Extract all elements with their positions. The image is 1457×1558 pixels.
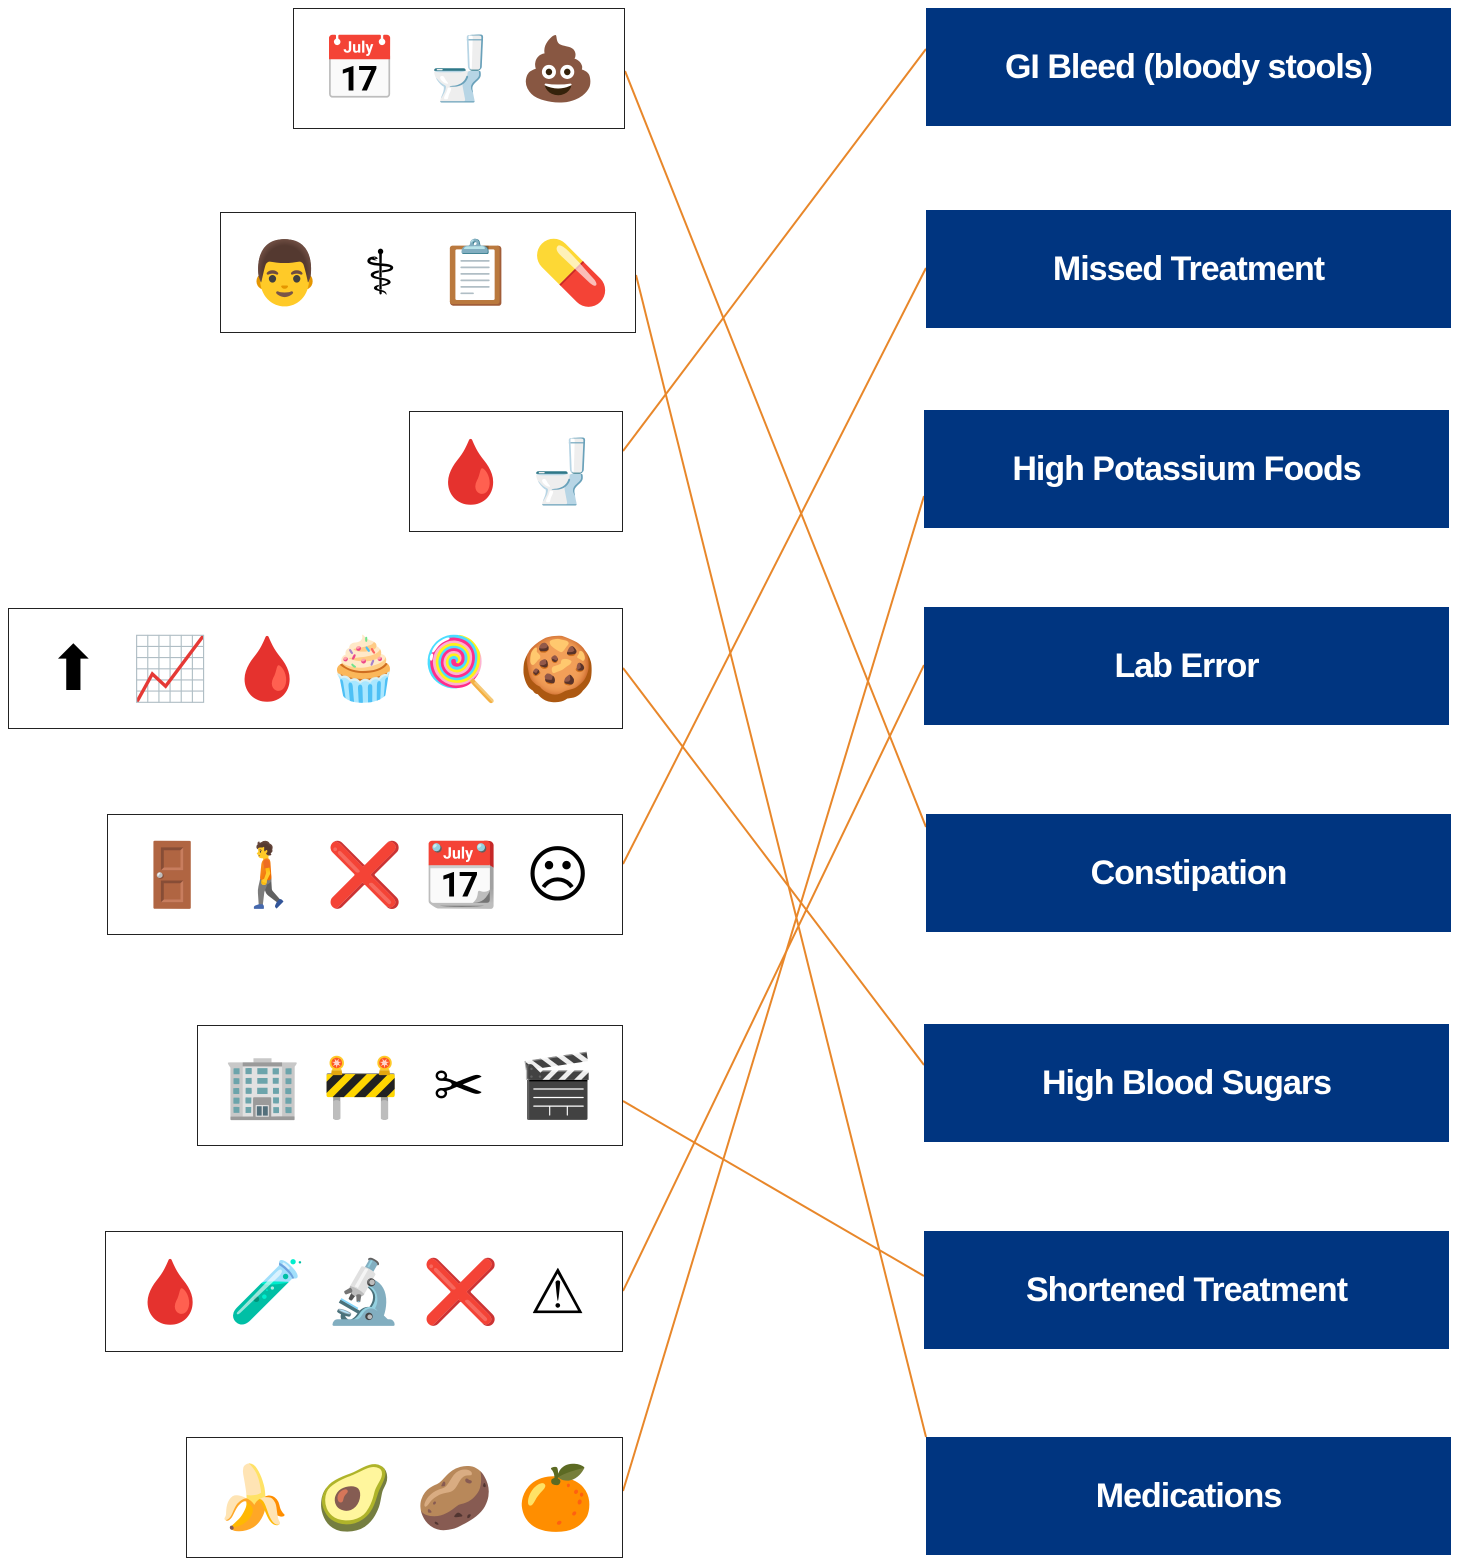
label-high-potassium-foods[interactable]: High Potassium Foods: [924, 410, 1449, 528]
emoji-group-6[interactable]: 🩸 🧪 🔬 ❌ ⚠: [105, 1231, 623, 1352]
orange-icon: 🍊: [517, 1460, 595, 1534]
man-face-icon: 👨: [246, 235, 324, 309]
cupcake-icon: 🧁: [325, 631, 403, 705]
microscope-icon: 🔬: [325, 1254, 403, 1328]
connector-line-2: [622, 48, 927, 452]
emoji-group-4[interactable]: 🚪 🚶 ❌ 📆 ☹: [107, 814, 623, 935]
medical-clipboard-icon: 📋: [437, 235, 515, 309]
connector-line-5: [622, 1100, 925, 1277]
toilet-icon: 🚽: [420, 31, 498, 105]
pill-icon: 💊: [532, 235, 610, 309]
scissors-icon: ✂: [433, 1048, 485, 1122]
connector-line-1: [635, 274, 927, 1438]
caduceus-icon: ⚕: [363, 235, 398, 309]
cross-mark-icon: ❌: [422, 1254, 500, 1328]
warning-icon: ⚠: [529, 1254, 586, 1328]
label-lab-error[interactable]: Lab Error: [924, 607, 1449, 725]
poop-icon: 💩: [519, 31, 597, 105]
label-medications[interactable]: Medications: [926, 1437, 1451, 1555]
calendar-icon: 📅: [321, 31, 399, 105]
door-icon: 🚪: [133, 837, 211, 911]
construction-barrier-icon: 🚧: [322, 1048, 400, 1122]
connector-line-6: [622, 664, 925, 1292]
blood-drop-icon: 🩸: [228, 631, 306, 705]
calendar-cancel-icon: 📆: [422, 837, 500, 911]
label-constipation[interactable]: Constipation: [926, 814, 1451, 932]
building-icon: 🏢: [224, 1048, 302, 1122]
label-missed-treatment[interactable]: Missed Treatment: [926, 210, 1451, 328]
emoji-group-7[interactable]: 🍌 🥑 🥔 🍊: [186, 1437, 623, 1558]
connector-line-3: [622, 667, 925, 1066]
label-shortened-treatment[interactable]: Shortened Treatment: [924, 1231, 1449, 1349]
banana-icon: 🍌: [214, 1460, 292, 1534]
connector-line-7: [622, 495, 925, 1492]
blood-drop-icon: 🩸: [432, 434, 510, 508]
up-arrow-icon: ⬆: [47, 631, 100, 705]
increasing-chart-icon: 📈: [131, 631, 209, 705]
connector-line-0: [624, 70, 927, 828]
toilet-icon: 🚽: [522, 434, 600, 508]
emoji-group-3[interactable]: ⬆ 📈 🩸 🧁 🍭 🍪: [8, 608, 623, 729]
cross-mark-icon: ❌: [326, 837, 404, 911]
emoji-group-5[interactable]: 🏢 🚧 ✂ 🎬: [197, 1025, 623, 1146]
sad-face-icon: ☹: [525, 837, 591, 911]
emoji-group-0[interactable]: 📅 🚽 💩: [293, 8, 625, 129]
label-high-blood-sugars[interactable]: High Blood Sugars: [924, 1024, 1449, 1142]
connector-line-4: [622, 267, 927, 865]
walking-person-icon: 🚶: [229, 837, 308, 911]
cookie-icon: 🍪: [518, 631, 597, 705]
potato-icon: 🥔: [416, 1460, 494, 1534]
emoji-group-2[interactable]: 🩸 🚽: [409, 411, 623, 532]
test-tube-icon: 🧪: [228, 1254, 306, 1328]
lollipop-icon: 🍭: [422, 631, 500, 705]
blood-drop-icon: 🩸: [131, 1254, 209, 1328]
emoji-group-1[interactable]: 👨 ⚕ 📋 💊: [220, 212, 636, 333]
avocado-icon: 🥑: [315, 1460, 393, 1534]
label-gi-bleed[interactable]: GI Bleed (bloody stools): [926, 8, 1451, 126]
clapper-board-icon: 🎬: [518, 1048, 596, 1122]
